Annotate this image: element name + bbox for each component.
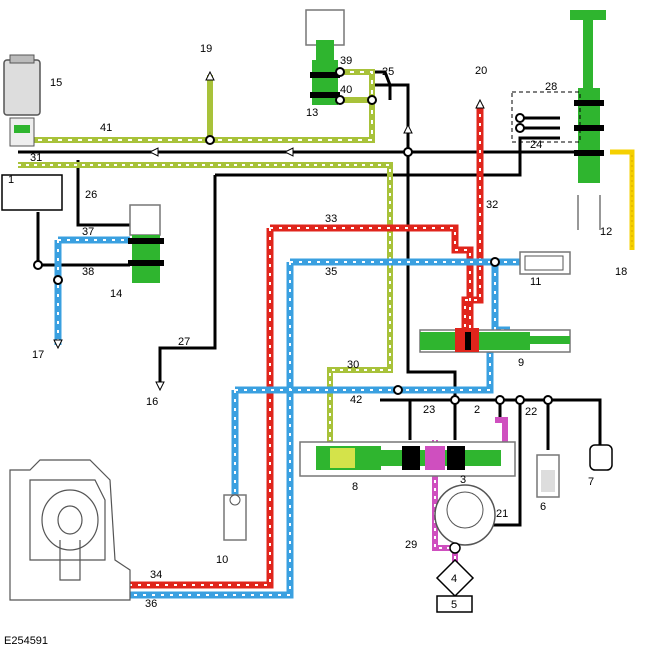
component-pump-3 [434,484,496,554]
callout-24: 24 [530,139,542,151]
callout-39: 39 [340,55,352,67]
callout-34: 34 [150,569,162,581]
transmission-housing [9,459,131,601]
callout-41: 41 [100,122,112,134]
flow-arrows [53,70,485,392]
callout-labels: 1 2 3 4 5 6 7 8 9 10 11 12 13 14 15 16 1… [8,43,627,611]
callout-3: 3 [460,474,466,486]
callout-10: 10 [216,554,228,566]
callout-11: 11 [530,276,541,288]
callout-2: 2 [474,404,480,416]
callout-36: 36 [145,598,157,610]
callout-17: 17 [32,349,44,361]
callout-20: 20 [475,65,487,77]
yellow-line [610,149,635,250]
callout-29: 29 [405,539,417,551]
callout-30: 30 [347,359,359,371]
component-accumulator-6 [536,454,560,498]
figure-code: E254591 [4,635,48,647]
callout-23: 23 [423,404,435,416]
component-reservoir-7 [589,444,613,471]
component-solenoid-15 [3,54,41,147]
red-lines [130,105,484,589]
callout-31: 31 [30,152,42,164]
callout-12: 12 [600,226,612,238]
component-spool-valve-9 [419,328,571,353]
callout-22: 22 [525,406,537,418]
junction-dots [33,67,553,405]
callout-21: 21 [496,508,508,520]
callout-7: 7 [588,476,594,488]
component-accumulator-11 [519,251,571,275]
component-valve-14 [128,204,164,283]
callout-35: 35 [325,266,337,278]
callout-32: 32 [486,199,498,211]
component-spool-valve-8 [299,441,516,477]
callout-40: 40 [340,84,352,96]
callout-38: 38 [82,266,94,278]
callout-18: 18 [615,266,627,278]
callout-13: 13 [306,107,318,119]
callout-8: 8 [352,481,358,493]
component-valve-12 [570,10,606,230]
callout-5: 5 [451,599,457,611]
callout-4: 4 [451,573,457,585]
callout-6: 6 [540,501,546,513]
component-dashed-box-28 [511,91,581,143]
callout-15: 15 [50,77,62,89]
component-valve-13 [305,9,345,105]
callout-1: 1 [8,174,14,186]
callout-37: 37 [82,226,94,238]
olive-lines [18,69,393,445]
callout-26: 26 [85,189,97,201]
callout-42: 42 [350,394,362,406]
component-box-1 [1,174,63,211]
callout-27: 27 [178,336,190,348]
callout-16: 16 [146,396,158,408]
callout-28: 28 [545,81,557,93]
component-accumulator-10 [223,494,247,541]
callout-25: 25 [382,66,394,78]
callout-14: 14 [110,288,122,300]
component-box-5 [436,595,473,613]
callout-19: 19 [200,43,212,55]
callout-9: 9 [518,357,524,369]
callout-33: 33 [325,213,337,225]
